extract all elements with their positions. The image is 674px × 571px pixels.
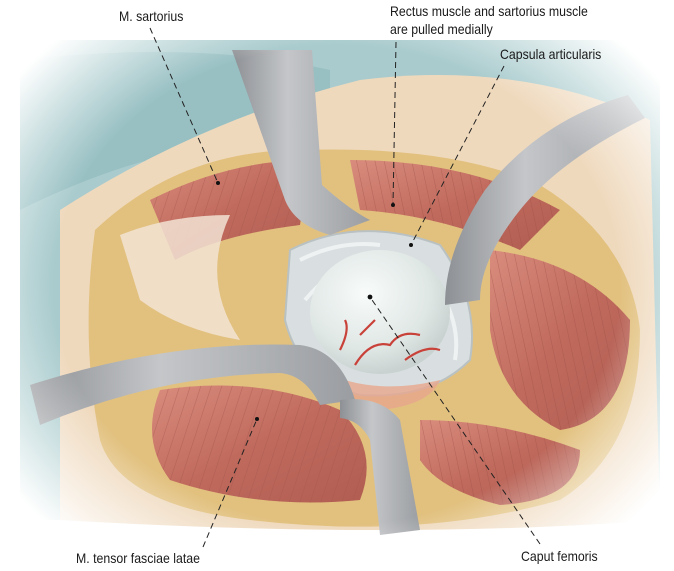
leader-dot-capsula xyxy=(409,243,413,247)
label-capsula-articularis: Capsula articularis xyxy=(500,46,602,62)
label-rectus-sartorius-pulled: Rectus muscle and sartorius muscle are p… xyxy=(390,2,588,38)
label-caput-femoris: Caput femoris xyxy=(521,548,598,564)
label-m-sartorius: M. sartorius xyxy=(119,8,184,24)
leader-line-rectus xyxy=(392,41,397,206)
leader-line-capsula xyxy=(410,65,505,246)
leader-dot-rectus xyxy=(391,203,395,207)
label-m-tensor-fasciae-latae: M. tensor fasciae latae xyxy=(76,550,200,566)
label-rectus-line1: Rectus muscle and sartorius muscle xyxy=(390,3,588,19)
leader-dot-caput xyxy=(367,294,373,300)
leader-dot-sartorius xyxy=(216,181,220,185)
label-rectus-line2: are pulled medially xyxy=(390,21,493,37)
leader-line-sartorius xyxy=(149,27,219,184)
leader-line-tensor xyxy=(202,418,258,548)
leader-dot-tensor xyxy=(255,417,259,421)
